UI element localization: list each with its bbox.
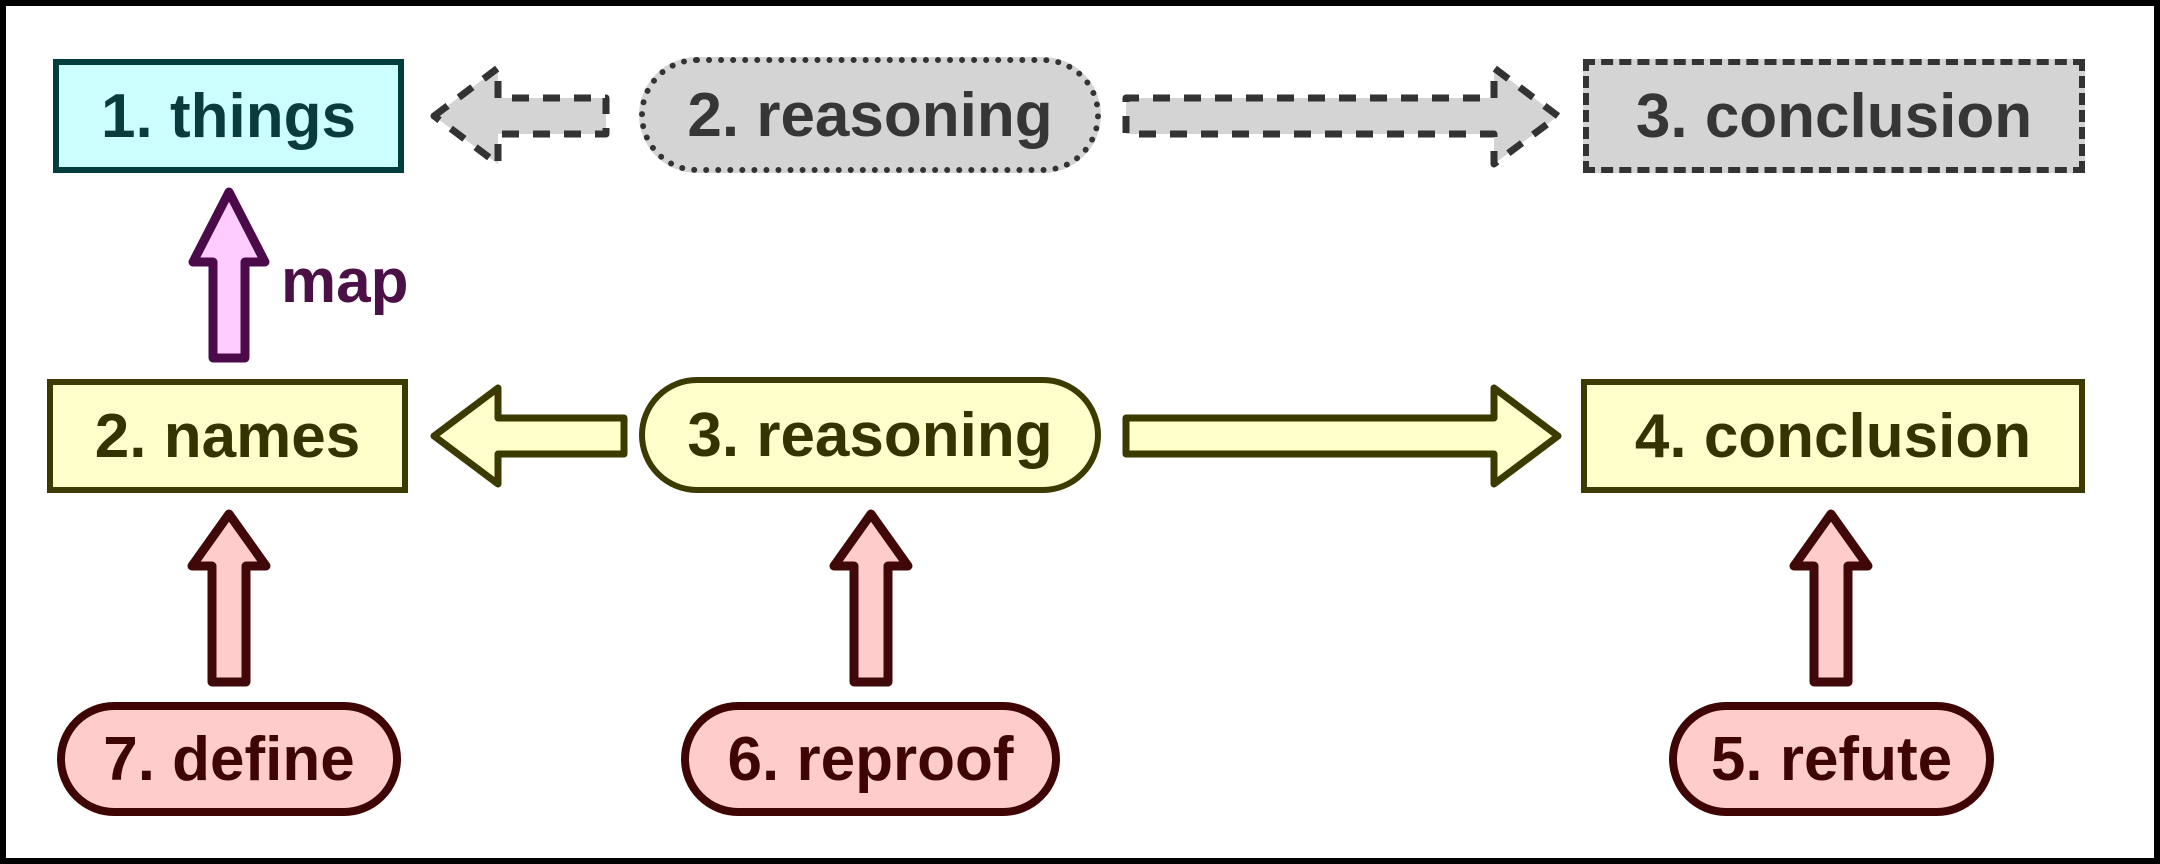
node-things: 1. things xyxy=(53,59,404,173)
node-conclusion-model: 3. conclusion xyxy=(1583,59,2085,173)
node-reasoning: 3. reasoning xyxy=(639,377,1101,493)
node-conclusion: 4. conclusion xyxy=(1581,379,2085,493)
node-reasoning-model: 2. reasoning xyxy=(639,57,1101,173)
node-define: 7. define xyxy=(57,702,401,816)
map-arrow-label: map xyxy=(281,247,409,316)
node-names: 2. names xyxy=(47,379,408,493)
dashed-arrow-reasoning-to-conclusion-icon xyxy=(1122,64,1562,168)
node-reproof: 6. reproof xyxy=(681,702,1060,816)
arrow-define-to-names-icon xyxy=(187,509,271,687)
arrow-refute-to-conclusion-icon xyxy=(1789,509,1873,687)
arrow-reproof-to-reasoning-icon xyxy=(829,509,913,687)
map-arrow-icon xyxy=(188,187,270,363)
node-refute: 5. refute xyxy=(1669,702,1994,816)
arrow-reasoning-to-conclusion-icon xyxy=(1122,384,1562,488)
dashed-arrow-reasoning-to-things-icon xyxy=(430,64,610,168)
arrow-reasoning-to-names-icon xyxy=(430,384,628,488)
